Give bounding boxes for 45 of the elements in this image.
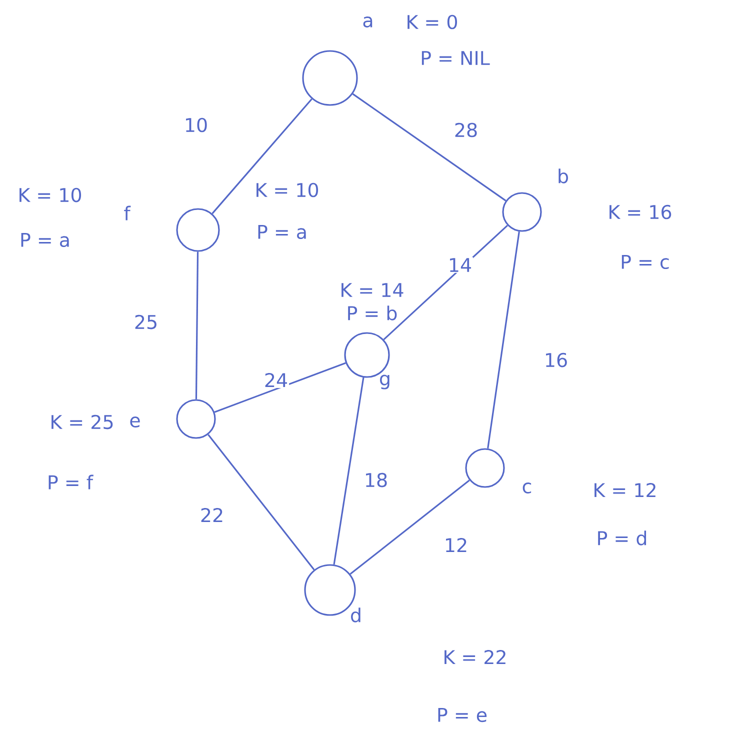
vertex-annotation: c: [522, 482, 532, 494]
graph-vertex: [176, 208, 220, 252]
edge-weight: 10: [182, 116, 210, 134]
edge-weight: 18: [362, 472, 390, 488]
vertex-annotation: P = NIL: [422, 51, 490, 65]
vertex-annotation: K = 10: [256, 182, 318, 198]
vertex-annotation: K = 14: [342, 283, 404, 297]
edge-weight: 16: [542, 352, 570, 368]
graph-edge: [352, 93, 506, 202]
vertex-annotation: e: [130, 416, 140, 428]
graph-vertex: [302, 50, 358, 106]
graph-edge: [350, 480, 470, 575]
vertex-annotation: K = 22: [444, 650, 506, 664]
vertex-annotation: b: [558, 168, 568, 184]
vertex-annotation: K = 25: [52, 414, 113, 430]
graph-vertex: [465, 448, 505, 488]
vertex-annotation: a: [363, 16, 372, 28]
graph-edge: [208, 434, 315, 570]
vertex-annotation: K = 12: [594, 482, 656, 498]
vertex-annotation: f: [124, 206, 131, 220]
graph-edge: [195, 252, 199, 400]
edge-weight: 28: [452, 122, 480, 138]
vertex-annotation: g: [380, 374, 390, 390]
vertex-annotation: P = f: [48, 474, 94, 490]
graph-edge: [487, 231, 520, 449]
graph-vertex: [502, 192, 542, 232]
vertex-annotation: P = a: [21, 232, 69, 248]
edge-weight: 12: [442, 536, 470, 554]
edge-weight: 22: [198, 506, 226, 524]
vertex-annotation: d: [351, 608, 360, 622]
graph-edge: [214, 362, 346, 413]
graph-edge: [333, 377, 364, 565]
vertex-annotation: P = e: [438, 708, 487, 722]
vertex-annotation: P = a: [258, 224, 306, 240]
graph-edge: [212, 98, 312, 214]
vertex-annotation: P = b: [348, 306, 397, 320]
edge-weight: 14: [446, 257, 474, 273]
edge-weight: 24: [262, 372, 290, 388]
vertex-annotation: K = 10: [20, 188, 82, 202]
vertex-annotation: K = 16: [610, 204, 672, 220]
graph-vertex: [176, 399, 216, 439]
vertex-annotation: K = 0: [408, 14, 457, 30]
edge-weight: 25: [132, 314, 160, 330]
vertex-annotation: P = d: [598, 530, 646, 546]
vertex-annotation: P = c: [622, 254, 669, 270]
